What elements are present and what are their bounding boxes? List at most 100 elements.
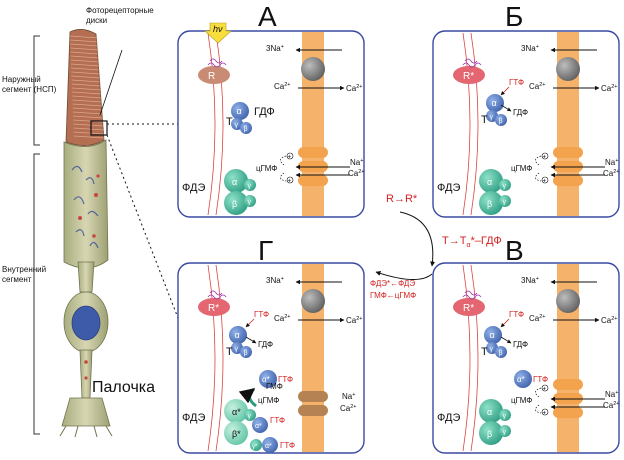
pde-alpha [224,399,248,423]
exchanger-protein [301,289,325,313]
transducin-label: T [226,116,233,128]
rhodopsin [198,66,230,84]
cgmp-label: цГМФ [511,164,532,173]
cgmp-label: цГМФ [511,396,532,405]
calcium-out-label: Ca2+ [601,316,618,325]
transducin-alpha [229,326,247,344]
cgmp-hydrolysis-label: цГМФ [258,396,279,405]
calcium-label-closed: Ca2+ [340,404,357,413]
rhodopsin-label: R* [463,303,474,314]
transducin-gamma [231,118,243,130]
calcium-in-label: Ca2+ [274,314,291,323]
calcium-channel-label: Ca2+ [348,169,365,178]
pde-gamma-label: γ [503,199,507,206]
pde-gamma-label: γ [248,199,252,206]
alpha-label: α [490,330,495,340]
sodium-in-label: Na+ [605,390,618,399]
sodium-in-label: Na+ [350,158,363,167]
pde-alpha-label: α [232,177,237,187]
pde-beta-label: β [487,429,492,439]
pde-gamma-1 [499,409,511,421]
cycle-step-rhodopsin: R→R* [386,193,418,205]
rhodopsin [453,66,485,84]
pde-beta-label: β [232,199,237,209]
calcium-channel-label: Ca2+ [603,169,620,178]
cgmp-label: цГМФ [256,164,277,173]
rod-label: Палочка [92,379,155,396]
alpha-bound-label: α* [255,423,262,430]
exchanger-protein [556,57,580,81]
pde-gamma-label: γ [248,413,252,420]
calcium-out-label: Ca2+ [346,84,363,93]
cgmp-channel-top [298,391,328,402]
pde-label: ФДЭ [182,412,205,424]
panel-g: Г3Na+Ca2+Ca2+Na+Ca2+R*αγβTГТФГДФα*ГТФα*β… [177,235,365,454]
binding-plus: + [288,179,292,185]
pde-gamma-label: γ [248,183,252,190]
transducin-alpha-active [514,370,532,388]
pde-gamma-label: γ [503,413,507,420]
light-label: hν [213,24,223,34]
sodium-in-label: Na+ [605,158,618,167]
panel-letter: В [505,235,524,266]
pde-beta [224,421,248,445]
calcium-in-label: Ca2+ [529,82,546,91]
gdp-label: ГДФ [254,106,275,118]
gtp-pde-label: ГТФ [270,416,285,425]
sodium-label: 3Na+ [266,44,284,53]
gtp-free-label: ГТФ [280,441,295,450]
sodium-label: 3Na+ [521,44,539,53]
sodium-label-closed: Na+ [342,392,355,401]
cycle-step-pde: ФДЭ*←ФДЭ [370,279,415,288]
pde-label: ФДЭ [437,412,460,424]
transducin-alpha [484,326,502,344]
activation-cycle [375,211,436,280]
pde-gamma-2 [499,195,511,207]
sodium-label: 3Na+ [266,276,284,285]
gmp-label: ГМФ [266,382,283,391]
pde-gamma-label: γ [503,429,507,436]
binding-plus: + [543,155,547,161]
transducin-beta [495,346,507,358]
rhodopsin [198,298,230,316]
disk-callout-box [90,120,108,136]
panel-a: А3Na+Ca2+Ca2+цГМФ++Na+Ca2+RhναγβTГДФαβγγ… [177,1,365,218]
transducin-beta [495,114,507,126]
pde-gamma-2 [244,195,256,207]
transducin-alpha [231,102,249,120]
gamma-label: γ [235,346,239,353]
pde-beta [479,421,503,445]
pde-alpha [479,169,503,193]
calcium-in-label: Ca2+ [529,314,546,323]
pde-alpha [479,399,503,423]
exchanger-protein [556,289,580,313]
panel-v: В3Na+Ca2+Ca2+цГМФ++Na+Ca2+R*αγβTГТФГДФα*… [432,235,620,454]
transducin-alpha-active [259,370,277,388]
pde-alpha [224,169,248,193]
cgmp-channel-top [298,147,328,158]
gdp-label: ГДФ [513,108,528,117]
calcium-channel-label: Ca2+ [603,401,620,410]
gamma-label: γ [235,122,239,129]
gtp-alpha-label: ГТФ [533,375,548,384]
panel-letter: А [258,1,277,32]
gdp-label: ГДФ [258,340,273,349]
transducin-beta [240,346,252,358]
pde-label: ФДЭ [437,182,460,194]
cycle-step-cgmp: ГМФ←цГМФ [370,291,416,300]
cgmp-channel-bottom [553,161,583,172]
pde-gamma-1 [499,179,511,191]
binding-plus: + [288,155,292,161]
alpha-bound-pde [252,417,268,433]
alpha-active-label: α* [517,375,525,384]
pde-label: ФДЭ [182,182,205,194]
pde-alpha-label: α* [232,407,241,417]
binding-plus: + [543,411,547,417]
pde-gamma-label: γ [503,183,507,190]
gtp-alpha-label: ГТФ [278,375,293,384]
calcium-in-label: Ca2+ [274,82,291,91]
cgmp-channel-bottom [553,393,583,404]
transducin-gamma [486,342,498,354]
